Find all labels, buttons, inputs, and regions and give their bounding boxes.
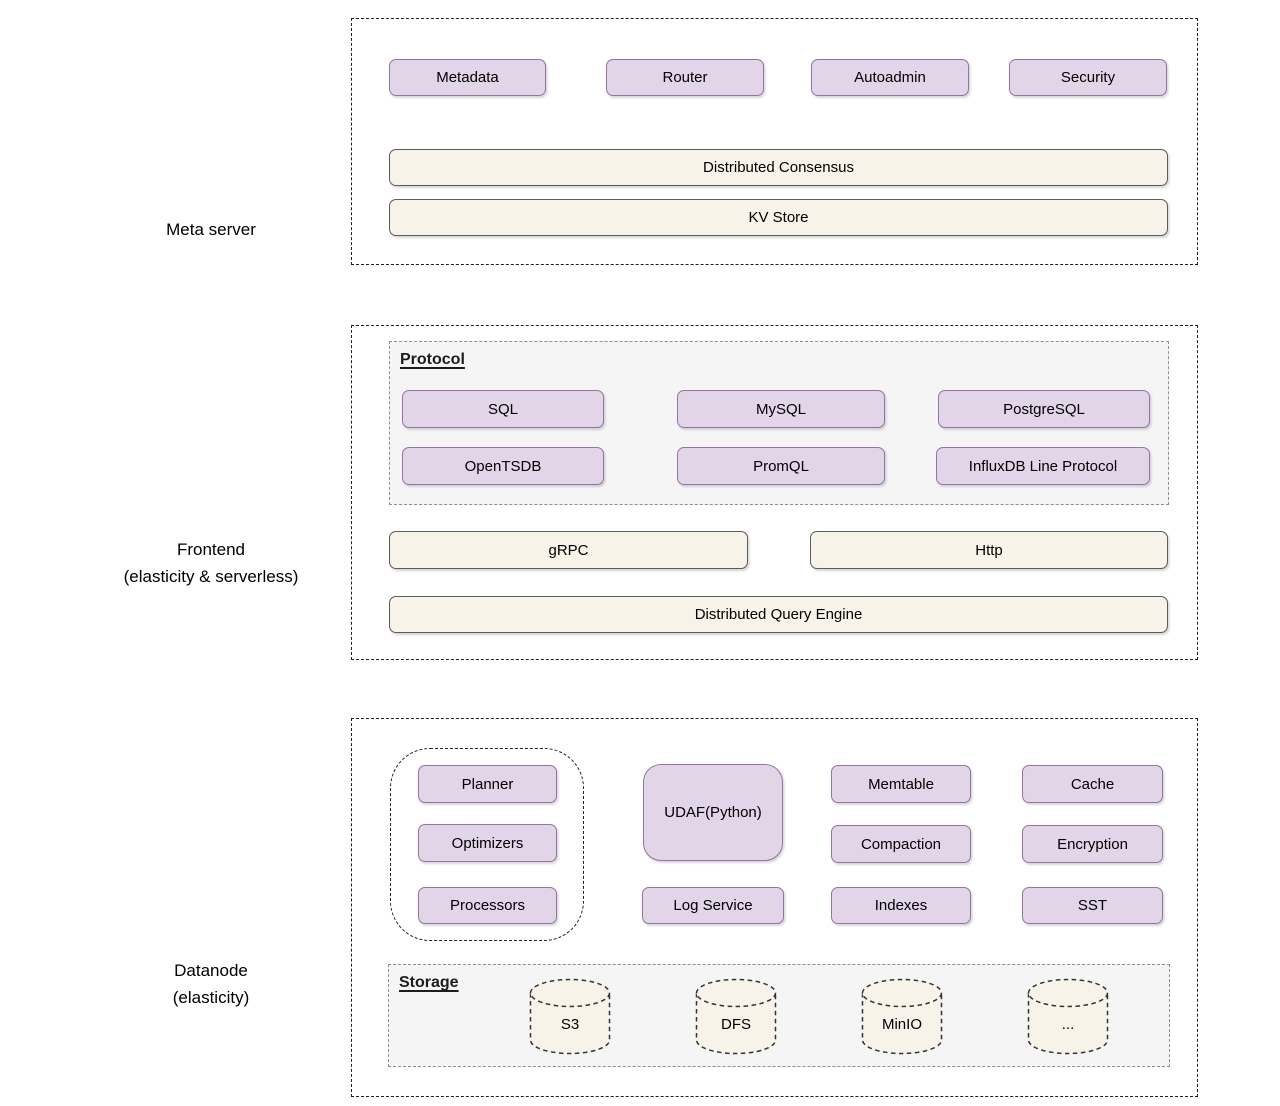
datanode-label-line: (elasticity)	[172, 988, 250, 1007]
module-udaf-python: UDAF(Python)	[643, 764, 783, 861]
frontend-label-line: Frontend	[176, 540, 246, 559]
module-planner: Planner	[418, 765, 557, 803]
module-security: Security	[1009, 59, 1167, 96]
database-cylinder-icon	[1027, 978, 1109, 1055]
database-cylinder-icon	[529, 978, 611, 1055]
module-optimizers: Optimizers	[418, 824, 557, 862]
module-memtable: Memtable	[831, 765, 971, 803]
bar-http: Http	[810, 531, 1168, 569]
protocol-panel-title: Protocol	[400, 351, 465, 368]
frontend-label-line: (elasticity & serverless)	[123, 567, 299, 586]
database-cylinder-icon	[695, 978, 777, 1055]
meta-server-boundary	[351, 18, 1198, 265]
module-encryption: Encryption	[1022, 825, 1163, 863]
module-log-service: Log Service	[642, 887, 784, 924]
module-mysql: MySQL	[677, 390, 885, 428]
module-processors: Processors	[418, 887, 557, 924]
module-postgresql: PostgreSQL	[938, 390, 1150, 428]
module-cache: Cache	[1022, 765, 1163, 803]
module-sst: SST	[1022, 887, 1163, 924]
frontend-boundary	[351, 325, 1198, 660]
storage-cylinder-s3: S3	[529, 978, 611, 1056]
storage-backend-label: ...	[1061, 1016, 1075, 1033]
datanode-label-line: Datanode	[174, 961, 248, 980]
storage-cylinder-dfs: DFS	[695, 978, 777, 1056]
bar-kv-store: KV Store	[389, 199, 1168, 236]
module-compaction: Compaction	[831, 825, 971, 863]
frontend-label: Frontend (elasticity & serverless)	[61, 536, 361, 590]
meta-server-label: Meta server	[61, 216, 361, 243]
storage-cylinder-minio: MinIO	[861, 978, 943, 1056]
module-metadata: Metadata	[389, 59, 546, 96]
bar-distributed-consensus: Distributed Consensus	[389, 149, 1168, 186]
storage-backend-label: DFS	[721, 1016, 751, 1033]
module-router: Router	[606, 59, 764, 96]
module-autoadmin: Autoadmin	[811, 59, 969, 96]
database-cylinder-icon	[861, 978, 943, 1055]
storage-backend-label: S3	[560, 1016, 580, 1033]
module-promql: PromQL	[677, 447, 885, 485]
storage-backend-label: MinIO	[881, 1016, 922, 1033]
module-influxdb-line-protocol: InfluxDB Line Protocol	[936, 447, 1150, 485]
module-sql: SQL	[402, 390, 604, 428]
datanode-label: Datanode (elasticity)	[61, 957, 361, 1011]
query-engine-group	[390, 748, 584, 941]
module-indexes: Indexes	[831, 887, 971, 924]
datanode-boundary	[351, 718, 1198, 1097]
meta-server-label-line: Meta server	[166, 220, 256, 239]
bar-distributed-query-engine: Distributed Query Engine	[389, 596, 1168, 633]
storage-cylinder-other: ...	[1027, 978, 1109, 1056]
bar-grpc: gRPC	[389, 531, 748, 569]
module-opentsdb: OpenTSDB	[402, 447, 604, 485]
storage-panel-title: Storage	[399, 974, 459, 991]
